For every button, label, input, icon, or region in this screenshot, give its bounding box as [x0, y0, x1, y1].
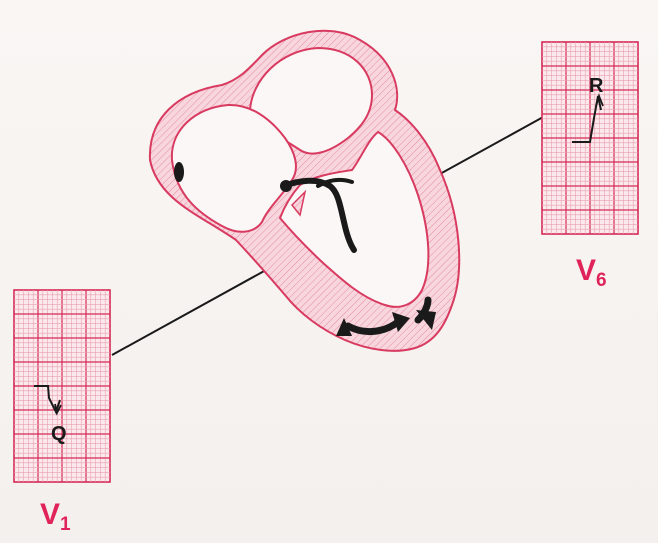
av-node-dot-icon	[280, 180, 292, 192]
v1-ecg-strip	[14, 290, 110, 482]
sa-node-dot-icon	[174, 162, 184, 182]
v6-wave-label: R	[589, 75, 604, 97]
v1-wave-label: Q	[51, 423, 67, 445]
heart	[150, 31, 459, 351]
v1-lead-label: V1	[40, 498, 71, 535]
v6-lead-label: V6	[576, 254, 607, 291]
